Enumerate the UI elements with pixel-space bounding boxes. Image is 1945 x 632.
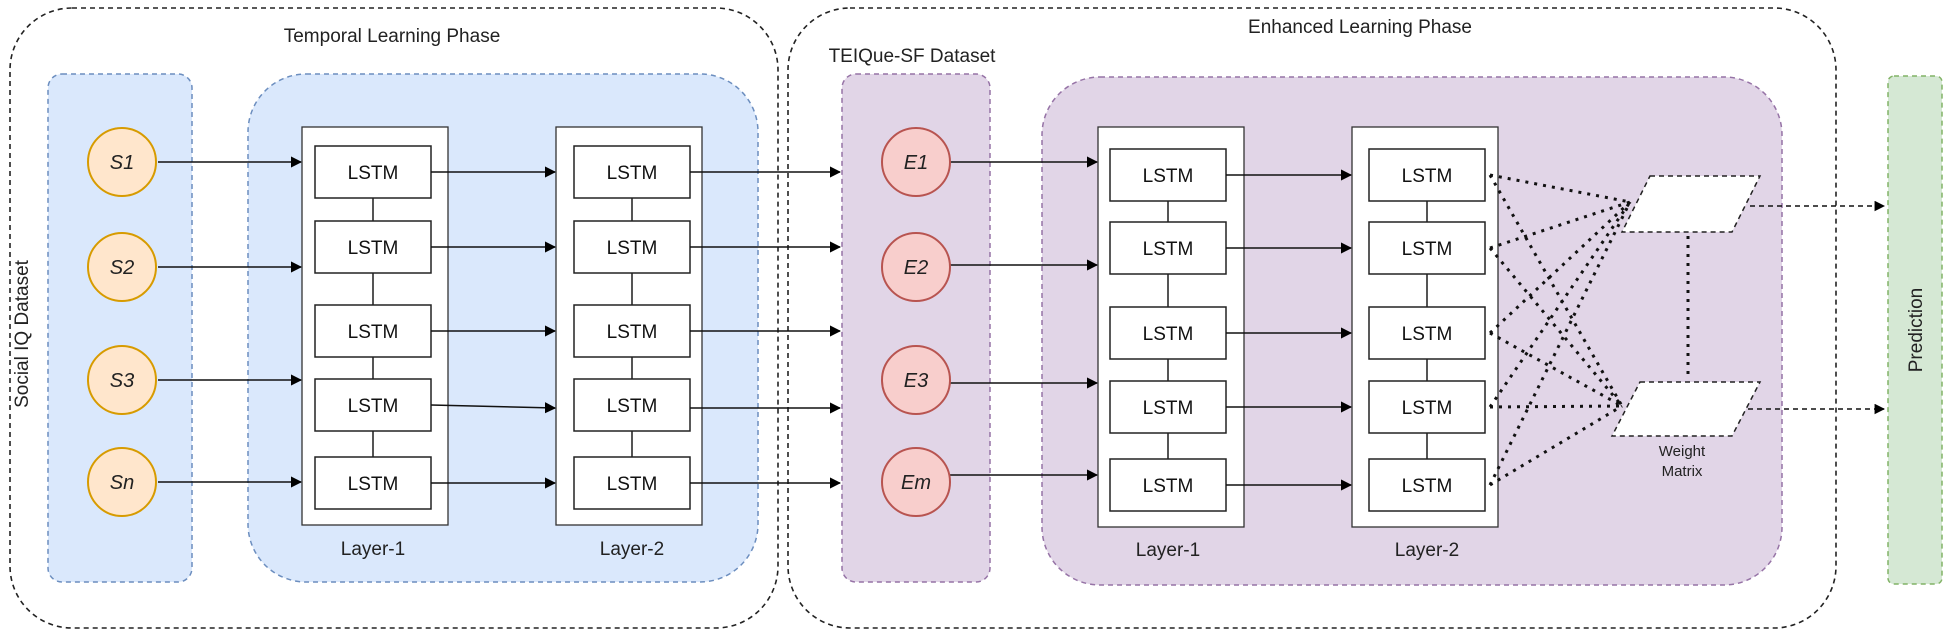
input-node-label: E2 — [904, 257, 928, 279]
input-node — [881, 232, 951, 302]
flow-arrow — [430, 402, 557, 414]
weight-connection — [1489, 404, 1623, 409]
lstm-cell — [314, 145, 432, 199]
lstm-cells: LSTM LSTM LSTM LSTM LSTM LSTM LSTM LSTM LSTM LSTM… — [314, 145, 1486, 512]
input-node-label: E1 — [904, 152, 928, 174]
lstm-cell — [1368, 221, 1486, 275]
teique-panel — [841, 73, 991, 583]
lstm-cell-label: LSTM — [348, 474, 399, 495]
lstm-cell — [573, 304, 691, 358]
lstm-cell-label: LSTM — [1402, 166, 1453, 187]
lstm-cell — [1368, 306, 1486, 360]
temporal-layer1-label: Layer-1 — [341, 539, 405, 560]
input-node-label: S2 — [110, 257, 134, 279]
enhanced-phase-container — [787, 7, 1837, 629]
lstm-cell — [1109, 148, 1227, 202]
teique-dataset-label: TEIQue-SF Dataset — [829, 46, 997, 67]
weight-matrix-bottom — [1610, 381, 1762, 437]
weight-connection — [1488, 201, 1632, 486]
weight-connection — [1489, 200, 1631, 250]
lstm-cell-label: LSTM — [348, 396, 399, 417]
weight-connection — [1489, 173, 1631, 204]
lstm-cell-label: LSTM — [348, 322, 399, 343]
temporal-layer2-label: Layer-2 — [600, 539, 664, 560]
input-node — [87, 345, 157, 415]
input-node — [87, 447, 157, 517]
input-node — [87, 232, 157, 302]
temporal-phase-title: Temporal Learning Phase — [284, 26, 501, 47]
input-node-label: Em — [901, 472, 931, 494]
social-iq-dataset-label: Social IQ Dataset — [12, 259, 33, 408]
input-node-label: E3 — [904, 370, 928, 392]
prediction-panel — [1887, 75, 1943, 585]
lstm-cell — [314, 304, 432, 358]
input-node-label: S3 — [110, 370, 134, 392]
lstm-cell — [573, 456, 691, 510]
lstm-cell-label: LSTM — [1143, 324, 1194, 345]
weight-matrix-label-line1: Weight — [1659, 443, 1706, 460]
weight-connection — [1489, 404, 1623, 487]
lstm-cell — [1109, 380, 1227, 434]
lstm-cell-label: LSTM — [1143, 239, 1194, 260]
lstm-cell — [573, 145, 691, 199]
lstm-cell-label: LSTM — [607, 396, 658, 417]
input-node — [87, 127, 157, 197]
input-node-label: S1 — [110, 152, 134, 174]
enhanced-layer1-label: Layer-1 — [1136, 540, 1200, 561]
weight-matrix-label-line2: Matrix — [1662, 463, 1703, 480]
lstm-cell — [1109, 221, 1227, 275]
lstm-cell-label: LSTM — [607, 322, 658, 343]
lstm-cell — [1109, 458, 1227, 512]
lstm-cell-label: LSTM — [348, 163, 399, 184]
lstm-cell-label: LSTM — [1143, 476, 1194, 497]
lstm-cell-label: LSTM — [1402, 398, 1453, 419]
input-node — [881, 345, 951, 415]
lstm-cell — [1368, 458, 1486, 512]
social-iq-panel — [47, 73, 193, 583]
input-node — [881, 127, 951, 197]
lstm-cell-label: LSTM — [348, 238, 399, 259]
prediction-label: Prediction — [1906, 288, 1927, 373]
lstm-cell — [573, 378, 691, 432]
lstm-cell-label: LSTM — [1402, 239, 1453, 260]
lstm-cell-label: LSTM — [1402, 324, 1453, 345]
temporal-phase-container — [9, 7, 779, 629]
lstm-cell — [1368, 380, 1486, 434]
lstm-cell-label: LSTM — [607, 238, 658, 259]
lstm-cell-label: LSTM — [1143, 398, 1194, 419]
lstm-cell — [314, 220, 432, 274]
lstm-cell — [573, 220, 691, 274]
lstm-cell — [314, 378, 432, 432]
enhanced-phase-title: Enhanced Learning Phase — [1248, 17, 1472, 38]
input-node-label: Sn — [110, 472, 134, 494]
input-node — [881, 447, 951, 517]
enhanced-layer2-label: Layer-2 — [1395, 540, 1459, 561]
connections — [158, 156, 1632, 491]
weight-matrix-top — [1620, 175, 1762, 233]
lstm-cell — [1368, 148, 1486, 202]
weight-connection — [1488, 247, 1624, 407]
lstm-cell-label: LSTM — [1143, 166, 1194, 187]
lstm-cell-label: LSTM — [607, 474, 658, 495]
lstm-cell-label: LSTM — [1402, 476, 1453, 497]
lstm-cell-label: LSTM — [607, 163, 658, 184]
